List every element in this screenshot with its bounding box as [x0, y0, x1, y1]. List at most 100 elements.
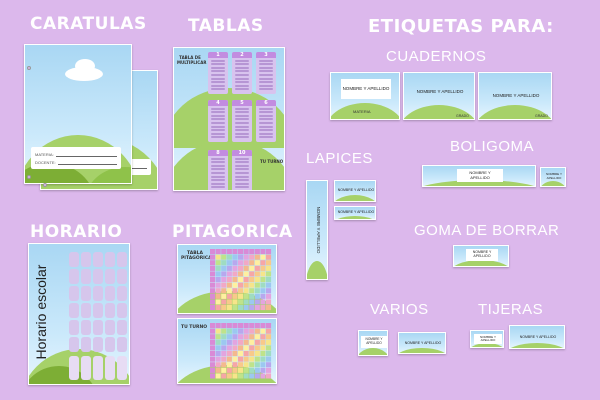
- grid-cell: [254, 356, 260, 362]
- grid-cell: [243, 249, 249, 255]
- grid-cell: [226, 265, 232, 271]
- cloud-icon: [65, 67, 103, 81]
- schedule-cell: [93, 320, 103, 335]
- grid-cell: [254, 282, 260, 288]
- grid-cell: [266, 373, 272, 379]
- grid-cell: [226, 323, 232, 329]
- column-number: 2: [232, 52, 252, 58]
- grid-cell: [226, 260, 232, 266]
- grid-cell: [266, 305, 272, 311]
- grid-cell: [238, 260, 244, 266]
- grid-cell: [243, 362, 249, 368]
- multiplication-column: 4: [208, 100, 228, 142]
- apellido-text: APELLIDO: [366, 341, 382, 345]
- grid-cell: [254, 305, 260, 311]
- grid-cell: [226, 288, 232, 294]
- grid-cell: [221, 305, 227, 311]
- grid-cell: [243, 277, 249, 283]
- column-number: 3: [256, 52, 276, 58]
- grid-cell: [221, 334, 227, 340]
- nombre-apellido-text: NOMBRE Y APELLIDO: [337, 188, 375, 193]
- grid-cell: [249, 351, 255, 357]
- grid-cell: [215, 288, 221, 294]
- grid-cell: [215, 293, 221, 299]
- grid-cell: [249, 299, 255, 305]
- grid-cell: [243, 299, 249, 305]
- nombre-text: NOMBRE Y: [480, 334, 496, 339]
- grid-cell: [238, 339, 244, 345]
- grid-cell: [232, 282, 238, 288]
- grid-cell: [226, 282, 232, 288]
- grid-cell: [249, 282, 255, 288]
- grid-cell: [266, 254, 272, 260]
- schedule-cell: [117, 286, 127, 301]
- schedule-cell: [69, 337, 79, 352]
- grid-cell: [254, 334, 260, 340]
- grid-cell: [226, 249, 232, 255]
- grid-cell: [215, 323, 221, 329]
- grid-cell: [260, 277, 266, 283]
- grid-cell: [266, 277, 272, 283]
- grid-cell: [226, 339, 232, 345]
- schedule-cell: [69, 303, 79, 318]
- grid-cell: [266, 265, 272, 271]
- etiquetas-title: ETIQUETAS PARA:: [368, 16, 554, 37]
- schedule-cell: [69, 320, 79, 335]
- multiplication-column: 1: [208, 52, 228, 94]
- schedule-cell: [117, 320, 127, 335]
- grid-cell: [210, 288, 216, 294]
- grid-cell: [221, 282, 227, 288]
- grid-cell: [266, 367, 272, 373]
- grid-cell: [249, 323, 255, 329]
- grid-cell: [232, 351, 238, 357]
- grid-cell: [260, 293, 266, 299]
- grid-cell: [260, 328, 266, 334]
- grid-cell: [243, 328, 249, 334]
- grid-cell: [260, 249, 266, 255]
- lapiz-label-small-1: NOMBRE Y APELLIDO: [334, 180, 376, 202]
- caratulas-title: CARATULAS: [30, 14, 147, 34]
- horario-card: Horario escolar: [28, 243, 130, 385]
- grid-cell: [210, 351, 216, 357]
- grid-cell: [215, 339, 221, 345]
- grid-cell: [215, 351, 221, 357]
- grid-cell: [254, 362, 260, 368]
- grid-cell: [238, 271, 244, 277]
- grid-cell: [243, 260, 249, 266]
- grid-cell: [243, 323, 249, 329]
- grid-cell: [232, 249, 238, 255]
- column-number: 10: [232, 150, 252, 156]
- grid-cell: [226, 293, 232, 299]
- nombre-text: NOMBRE Y: [365, 337, 383, 342]
- materia-label: MATERIA:: [35, 152, 54, 157]
- grid-cell: [238, 328, 244, 334]
- multiplication-column: 10: [232, 150, 252, 190]
- column-number: 8: [208, 150, 228, 156]
- grid-cell: [249, 345, 255, 351]
- grid-cell: [249, 254, 255, 260]
- grid-cell: [249, 373, 255, 379]
- grid-cell: [266, 339, 272, 345]
- schedule-cell: [93, 269, 103, 284]
- grid-cell: [266, 299, 272, 305]
- grid-cell: [221, 356, 227, 362]
- grid-cell: [215, 367, 221, 373]
- nombre-apellido-text: NOMBRE Y APELLIDO: [404, 341, 442, 346]
- grid-cell: [243, 305, 249, 311]
- grid-cell: [254, 339, 260, 345]
- schedule-cell: [105, 252, 115, 267]
- tablas-heading: TABLA DE MULTIPLICAR: [177, 55, 207, 65]
- schedule-cell: [93, 252, 103, 267]
- grid-cell: [210, 334, 216, 340]
- grid-cell: [249, 334, 255, 340]
- multiplication-column: 5: [232, 100, 252, 142]
- column-number: 5: [232, 100, 252, 106]
- grid-cell: [210, 345, 216, 351]
- grid-cell: [215, 249, 221, 255]
- schedule-cell: [117, 252, 127, 267]
- grid-cell: [260, 339, 266, 345]
- grado-text: GRADO: [456, 114, 469, 118]
- grid-cell: [243, 254, 249, 260]
- grid-cell: [221, 328, 227, 334]
